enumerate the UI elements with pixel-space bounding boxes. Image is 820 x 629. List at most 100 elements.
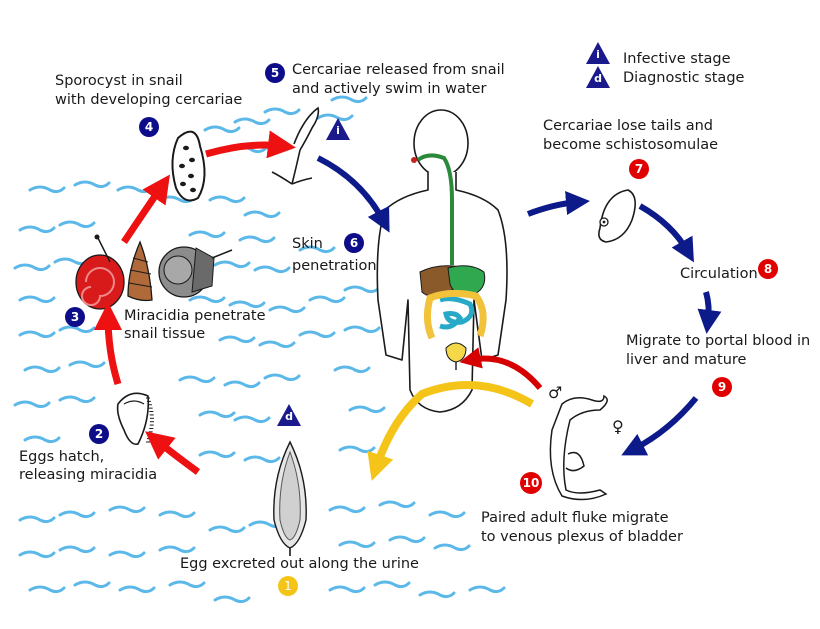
stage-4-label-line2: with developing cercariae bbox=[55, 92, 243, 108]
wave bbox=[388, 535, 426, 544]
miracidium bbox=[116, 392, 154, 446]
wave bbox=[18, 515, 56, 524]
wave bbox=[198, 410, 236, 419]
wave bbox=[348, 405, 386, 414]
grey-snail bbox=[158, 246, 233, 298]
wave bbox=[58, 220, 96, 229]
stage-2-label-line1: Eggs hatch, bbox=[19, 449, 105, 465]
wave bbox=[28, 185, 66, 194]
wave bbox=[263, 107, 301, 116]
stage-6-badge: 6 bbox=[344, 233, 364, 253]
arrow-egg-to-miracidium bbox=[145, 431, 201, 475]
wave bbox=[73, 180, 111, 189]
wave bbox=[58, 325, 96, 334]
wave bbox=[373, 580, 411, 589]
wave bbox=[333, 365, 371, 374]
arrow-miracidium-to-snail bbox=[94, 302, 123, 386]
wave bbox=[168, 580, 206, 589]
wave bbox=[18, 295, 56, 304]
wave bbox=[68, 360, 106, 369]
diagnostic-marker-symbol: d bbox=[285, 410, 293, 423]
wave bbox=[228, 300, 266, 309]
wave bbox=[233, 415, 271, 424]
wave bbox=[213, 260, 251, 269]
stage-10-label-line1: Paired adult fluke migrate bbox=[481, 510, 669, 526]
female-symbol: ♀ bbox=[612, 417, 624, 436]
wave bbox=[108, 505, 146, 514]
arrow-cercaria-to-skin bbox=[316, 155, 390, 233]
wave bbox=[18, 330, 56, 339]
stage-3-label-line1: Miracidia penetrate bbox=[124, 308, 266, 324]
diagnostic-stage-legend-label: Diagnostic stage bbox=[623, 70, 745, 86]
arrow-schistosomulum-to-circulation bbox=[638, 203, 694, 263]
wave bbox=[18, 550, 56, 559]
stage-4-badge: 4 bbox=[139, 117, 159, 137]
brown-snail bbox=[127, 240, 153, 302]
infective-stage-marker: i bbox=[326, 118, 350, 140]
wave bbox=[243, 455, 281, 464]
wave bbox=[433, 543, 471, 552]
wave bbox=[218, 335, 256, 344]
human-body bbox=[376, 109, 508, 413]
stage-7-badge: 7 bbox=[629, 159, 649, 179]
stage-8-label: Circulation bbox=[680, 266, 758, 282]
arrow-snail-to-sporocyst bbox=[121, 174, 170, 244]
arrow-portal-to-flukes bbox=[621, 396, 699, 456]
stage-9-label-line2: liver and mature bbox=[626, 352, 747, 368]
wave bbox=[18, 225, 56, 234]
stage-3-label-line2: snail tissue bbox=[124, 326, 206, 342]
wave bbox=[238, 235, 276, 244]
stage-2-badge: 2 bbox=[89, 424, 109, 444]
stage-5-label-line2: and actively swim in water bbox=[292, 81, 487, 97]
stage-6-label-line2: penetration bbox=[292, 258, 377, 274]
wave bbox=[203, 125, 241, 134]
wave bbox=[308, 295, 346, 304]
infective-symbol: i bbox=[596, 48, 600, 61]
wave bbox=[208, 195, 246, 204]
infective-stage-legend-label: Infective stage bbox=[623, 51, 731, 67]
wave bbox=[338, 540, 376, 549]
stage-7-label-line2: become schistosomulae bbox=[543, 137, 719, 153]
arrow-flukes-to-bladder bbox=[459, 347, 543, 390]
wave bbox=[58, 510, 96, 519]
arrow-body-to-schistosomulum bbox=[526, 191, 590, 217]
wave bbox=[233, 117, 271, 126]
wave bbox=[258, 340, 296, 349]
arrow-urine-to-water bbox=[367, 381, 535, 481]
schistosome-egg bbox=[273, 440, 307, 556]
wave bbox=[213, 595, 251, 604]
cercaria bbox=[271, 106, 320, 185]
wave bbox=[188, 295, 226, 304]
wave bbox=[343, 285, 381, 294]
wave bbox=[428, 510, 466, 519]
stage-6-label-line1: Skin bbox=[292, 236, 323, 252]
wave bbox=[243, 210, 281, 219]
sporocyst bbox=[171, 130, 206, 202]
wave bbox=[118, 585, 156, 594]
wave bbox=[158, 545, 196, 554]
wave bbox=[23, 365, 61, 374]
infective-stage-legend-icon: i bbox=[586, 42, 610, 64]
stage-9-label-line1: Migrate to portal blood in bbox=[626, 333, 811, 349]
wave bbox=[23, 435, 61, 444]
wave bbox=[418, 590, 456, 599]
male-symbol: ♂ bbox=[548, 383, 563, 402]
wave bbox=[378, 500, 416, 509]
stage-1-label: Egg excreted out along the urine bbox=[180, 556, 419, 572]
stage-3-badge: 3 bbox=[65, 307, 85, 327]
wave bbox=[338, 445, 376, 454]
wave bbox=[178, 375, 216, 384]
wave bbox=[198, 450, 236, 459]
infective-marker-symbol: i bbox=[336, 124, 340, 137]
adult-flukes bbox=[549, 394, 608, 501]
wave bbox=[28, 585, 66, 594]
wave bbox=[13, 400, 51, 409]
arrow-sporocyst-to-cercaria bbox=[205, 130, 296, 159]
wave bbox=[263, 373, 301, 382]
wave bbox=[108, 550, 146, 559]
arrow-circulation-to-portal bbox=[697, 291, 722, 334]
wave bbox=[158, 510, 196, 519]
stage-9-badge: 9 bbox=[712, 377, 732, 397]
stage-1-badge: 1 bbox=[278, 576, 298, 596]
wave bbox=[13, 263, 51, 272]
